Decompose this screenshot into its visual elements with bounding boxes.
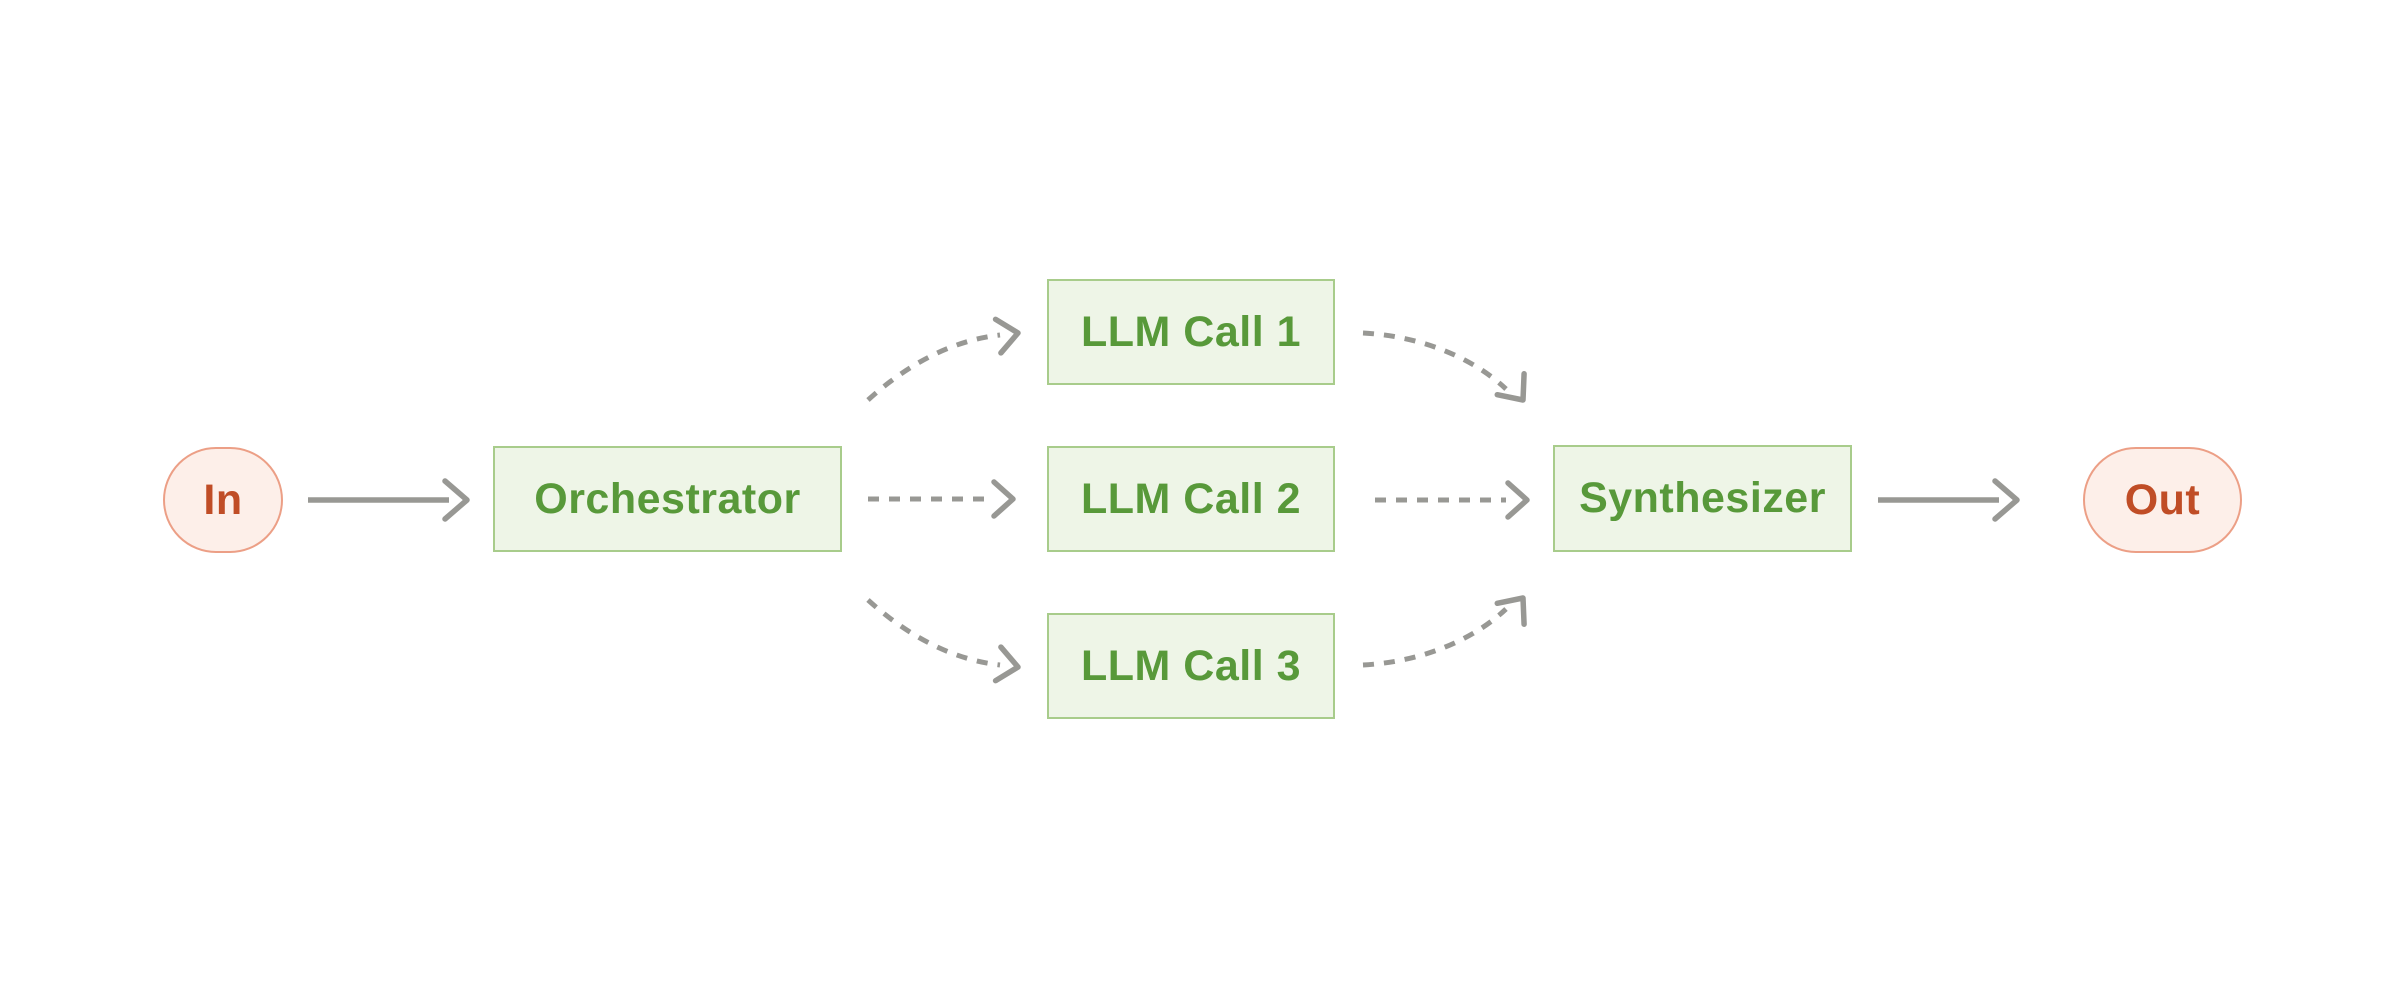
node-llm-call-2[interactable]: LLM Call 2 (1047, 446, 1335, 552)
edge-llm-call-2-to-synthesizer (1375, 480, 1530, 520)
edge-in-to-orchestrator (308, 478, 470, 522)
node-llm-call-3-label: LLM Call 3 (1080, 641, 1302, 690)
node-in[interactable]: In (163, 447, 283, 553)
node-synthesizer[interactable]: Synthesizer (1553, 445, 1852, 552)
node-orchestrator[interactable]: Orchestrator (493, 446, 842, 552)
node-synthesizer-label: Synthesizer (1579, 474, 1826, 522)
node-in-label: In (203, 475, 243, 524)
node-llm-call-1-label: LLM Call 1 (1080, 307, 1302, 356)
edge-orchestrator-to-llm-call-3 (866, 598, 1021, 684)
node-llm-call-2-label: LLM Call 2 (1080, 474, 1302, 523)
node-out-label: Out (2124, 475, 2201, 524)
edge-orchestrator-to-llm-call-1 (866, 316, 1021, 402)
edge-llm-call-3-to-synthesizer (1362, 595, 1527, 668)
edge-synthesizer-to-out (1878, 478, 2020, 522)
node-out[interactable]: Out (2083, 447, 2242, 553)
node-llm-call-1[interactable]: LLM Call 1 (1047, 279, 1335, 385)
node-orchestrator-label: Orchestrator (534, 474, 801, 523)
edge-orchestrator-to-llm-call-2 (868, 479, 1016, 519)
edge-llm-call-1-to-synthesizer (1362, 330, 1527, 403)
node-llm-call-3[interactable]: LLM Call 3 (1047, 613, 1335, 719)
